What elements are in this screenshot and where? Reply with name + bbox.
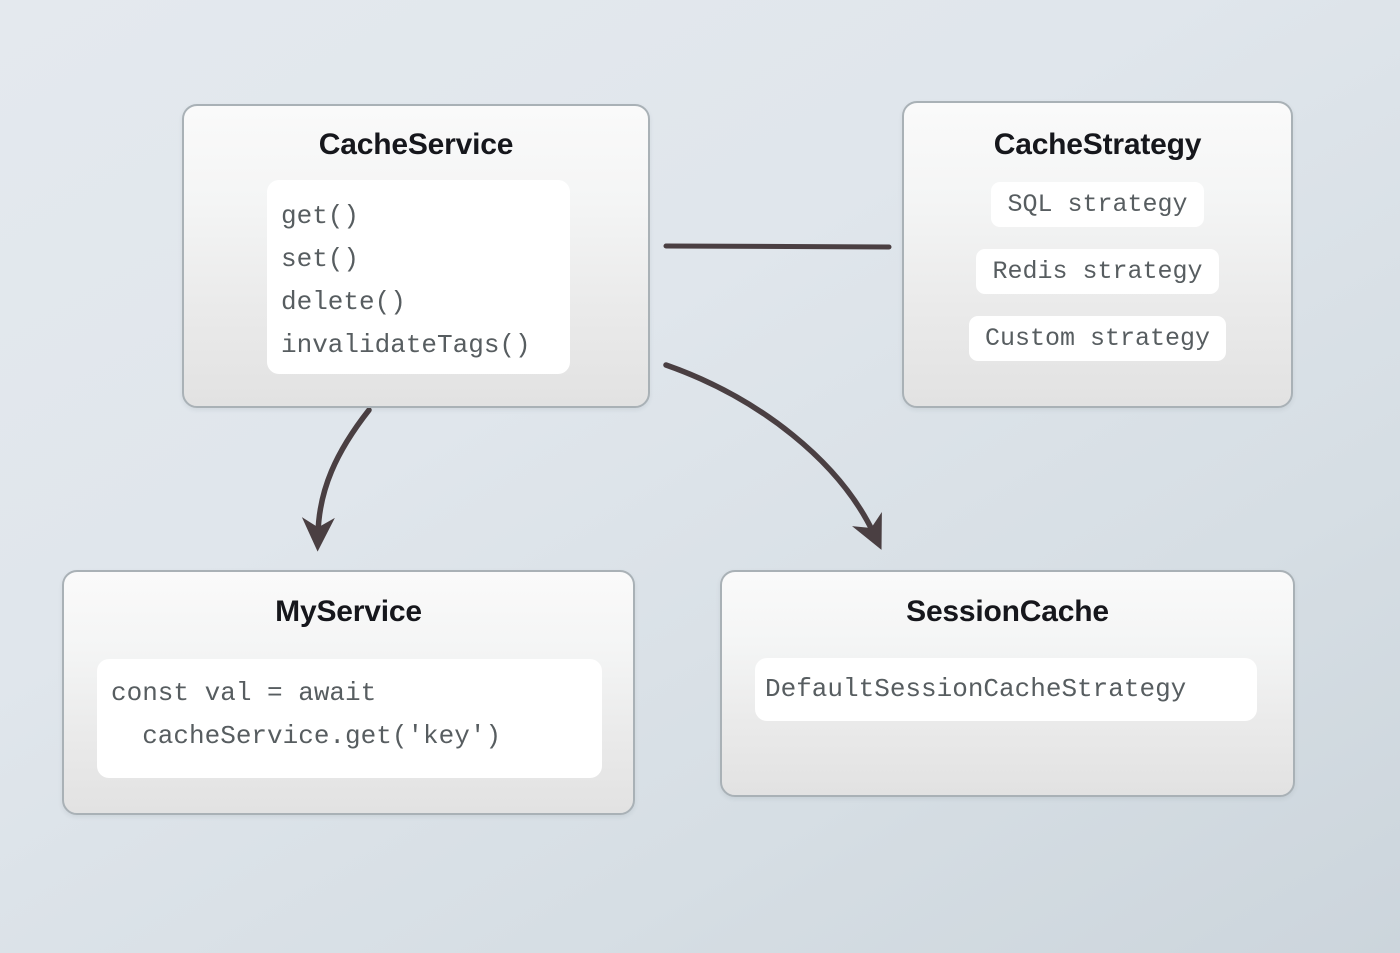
session-cache-strategy-label: DefaultSessionCacheStrategy (765, 674, 1187, 704)
cache-service-methods-panel: get() set() delete() invalidateTags() (267, 180, 570, 374)
node-cache-service[interactable]: CacheService get() set() delete() invali… (182, 104, 650, 408)
node-session-cache-title: SessionCache (906, 595, 1109, 628)
method-invalidate-tags: invalidateTags() (281, 330, 531, 360)
cache-strategy-list: SQL strategy Redis strategy Custom strat… (904, 182, 1291, 361)
node-cache-strategy[interactable]: CacheStrategy SQL strategy Redis strateg… (902, 101, 1293, 408)
method-set: set() (281, 244, 360, 274)
node-session-cache[interactable]: SessionCache DefaultSessionCacheStrategy (720, 570, 1295, 797)
method-delete: delete() (281, 287, 406, 317)
node-cache-strategy-title: CacheStrategy (993, 128, 1202, 161)
method-get: get() (281, 201, 360, 231)
node-my-service-title: MyService (275, 595, 422, 628)
strategy-item-sql[interactable]: SQL strategy (991, 182, 1204, 227)
my-service-code-panel: const val = await cacheService.get('key'… (97, 659, 602, 778)
node-my-service[interactable]: MyService const val = await cacheService… (62, 570, 635, 815)
code-line-1: const val = await (111, 678, 377, 708)
strategy-item-redis[interactable]: Redis strategy (976, 249, 1219, 294)
code-line-2: cacheService.get('key') (111, 721, 502, 751)
strategy-item-custom[interactable]: Custom strategy (968, 316, 1227, 361)
edge-cache-service-cache-strategy (663, 243, 892, 250)
session-cache-strategy-panel: DefaultSessionCacheStrategy (755, 658, 1257, 721)
node-cache-service-title: CacheService (318, 128, 514, 161)
edge-cache-service-session-cache (663, 362, 882, 550)
edge-cache-service-my-service (301, 407, 372, 552)
